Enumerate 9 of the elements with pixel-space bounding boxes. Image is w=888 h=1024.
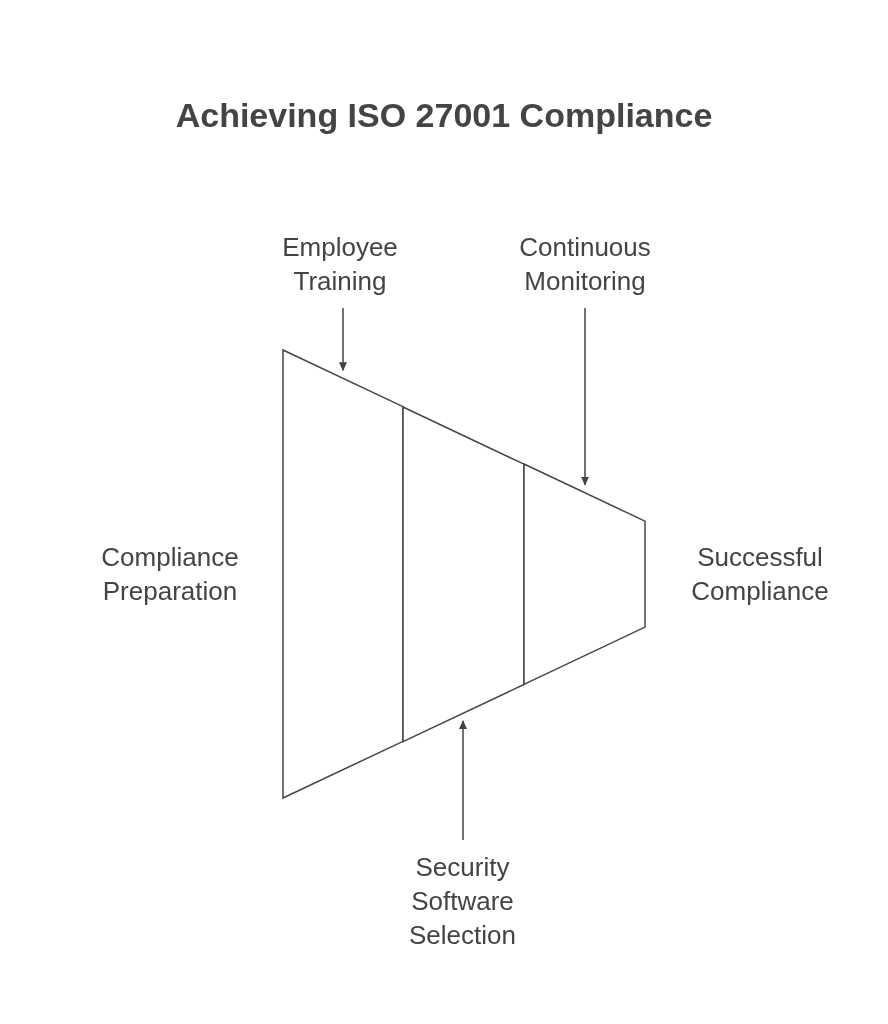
step-label: Continuous Monitoring — [518, 231, 652, 298]
stage-label: Successful Compliance — [690, 541, 830, 608]
arrow — [581, 307, 589, 486]
diagram-title: Achieving ISO 27001 Compliance — [174, 96, 714, 135]
arrow — [339, 307, 347, 372]
arrow — [459, 719, 467, 841]
step-label: Security Software Selection — [408, 851, 517, 952]
step-label: Employee Training — [281, 231, 399, 298]
stage-label: Compliance Preparation — [100, 541, 240, 608]
